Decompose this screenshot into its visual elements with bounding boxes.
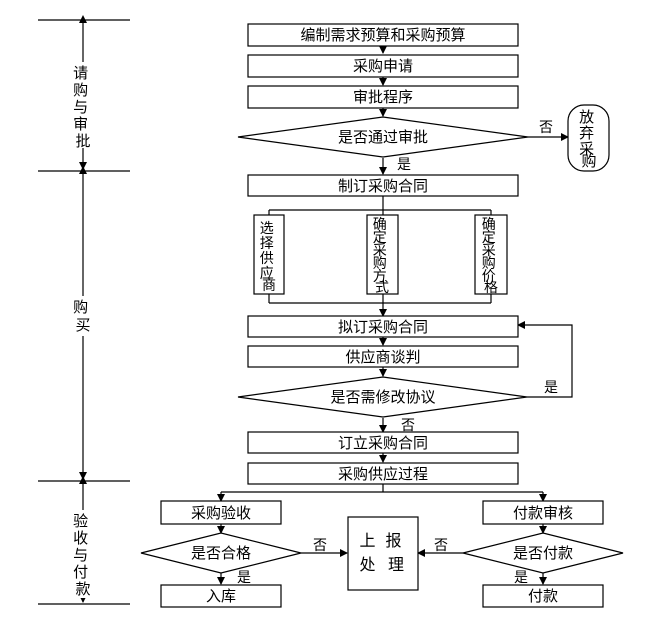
node-report-box xyxy=(347,516,419,591)
phase-label-bg xyxy=(73,62,93,148)
node-make-contract: 制订采购合同 xyxy=(338,177,428,195)
label-yes-modify: 是 xyxy=(544,380,558,396)
node-stock-box xyxy=(160,584,282,608)
decision-modify-label: 是否需修改协议 xyxy=(330,388,435,406)
phase-label-purchase: 购 买 xyxy=(73,298,93,334)
node-draft-contract: 拟订采购合同 xyxy=(338,318,428,336)
phase-label-bg xyxy=(73,510,93,598)
decision-pay-label: 是否付款 xyxy=(513,544,573,562)
node-decide-price-box xyxy=(474,214,508,295)
node-negotiate-box xyxy=(247,345,519,368)
decision-pay xyxy=(462,532,624,574)
decision-modify xyxy=(237,376,528,418)
decision-approve-label: 是否通过审批 xyxy=(338,128,428,146)
node-sign-contract: 订立采购合同 xyxy=(338,434,428,452)
node-apply: 采购申请 xyxy=(353,57,413,75)
label-no-qualified: 否 xyxy=(313,538,327,554)
node-choose-supplier-box xyxy=(253,214,285,295)
phase-label-request-approval: 请 购 与 审 批 xyxy=(73,64,93,150)
node-approve-proc: 审批程序 xyxy=(353,88,413,106)
node-supply-process-box xyxy=(247,462,519,485)
node-decide-price: 确 定 采 购 价 格 xyxy=(482,217,500,296)
label-yes-approve: 是 xyxy=(397,157,411,173)
decision-qualified xyxy=(140,532,302,574)
label-yes-pay: 是 xyxy=(514,570,528,586)
phase-label-inspect-pay: 验 收 与 付 款 xyxy=(73,512,93,598)
node-pay-review: 付款审核 xyxy=(513,504,573,522)
node-decide-method: 确 定 采 购 方 式 xyxy=(373,217,391,296)
label-yes-qualified: 是 xyxy=(237,570,251,586)
node-draft-contract-box xyxy=(247,315,519,338)
node-choose-supplier: 选 择 供 应 商 xyxy=(260,221,278,294)
node-supply-process: 采购供应过程 xyxy=(338,465,428,483)
label-no-approve: 否 xyxy=(539,120,553,136)
node-negotiate: 供应商谈判 xyxy=(345,348,420,366)
node-pay-review-box xyxy=(482,500,604,525)
node-inspect-box xyxy=(160,500,282,525)
node-abandon-box xyxy=(567,104,610,172)
node-pay-box xyxy=(482,584,604,608)
node-make-contract-box xyxy=(247,174,519,197)
label-no-modify: 否 xyxy=(401,418,415,434)
node-apply-box xyxy=(247,54,519,78)
label-no-pay: 否 xyxy=(434,538,448,554)
node-decide-method-box xyxy=(366,214,399,295)
node-report: 上 报 处 理 xyxy=(359,531,406,574)
node-sign-contract-box xyxy=(247,431,519,454)
decision-approve xyxy=(237,116,529,158)
node-stock: 入库 xyxy=(206,587,236,605)
phase-label-bg xyxy=(73,296,93,336)
node-pay: 付款 xyxy=(528,587,558,605)
node-approve-proc-box xyxy=(247,85,519,109)
node-inspect: 采购验收 xyxy=(191,504,251,522)
node-budget: 编制需求预算和采购预算 xyxy=(300,26,465,44)
node-abandon: 放 弃 采 购 xyxy=(579,108,599,170)
node-budget-box xyxy=(247,23,519,47)
arrow-loop-back xyxy=(517,321,573,398)
decision-qualified-label: 是否合格 xyxy=(191,544,251,562)
